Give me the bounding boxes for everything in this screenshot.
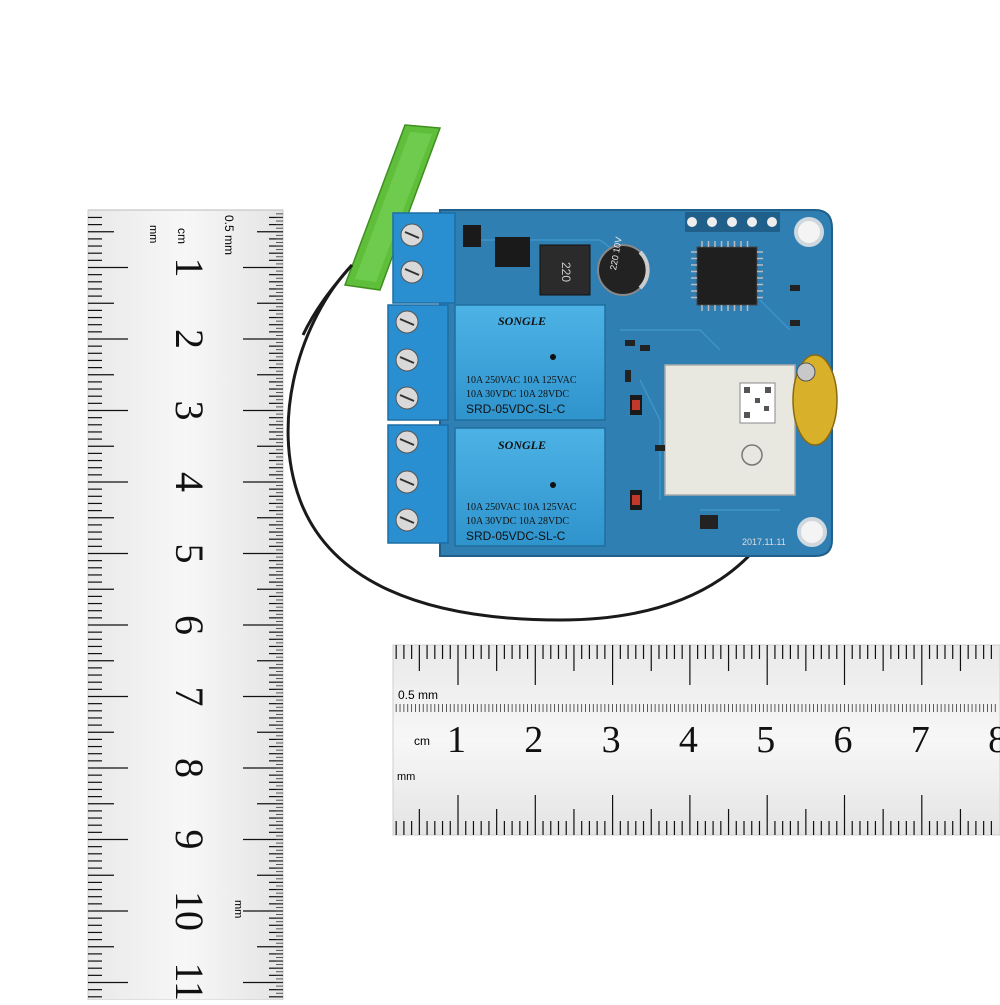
wifi-module [664,364,796,496]
ruler-number: 1 [447,719,466,761]
inductor-label: 220 [559,262,573,282]
horizontal-ruler-mm-label: mm [397,771,415,783]
inductor-body [539,244,591,296]
terminal-power-body [392,212,456,304]
terminal-block-relay-2 [387,424,449,544]
header-pins [685,212,780,232]
ruler-number: 4 [679,719,698,761]
ruler-number: 5 [756,719,775,761]
vertical-ruler-numbers: 1 2 3 4 5 6 7 8 9 10 11 [167,258,212,1002]
ruler-number: 3 [167,401,212,421]
header-pad [747,217,757,227]
ruler-number: 6 [834,719,853,761]
vertical-ruler-cm-label: cm [175,228,189,244]
ruler-number: 3 [602,719,621,761]
ruler-number: 7 [167,687,212,707]
header-pad [707,217,717,227]
relay-top-rating-1: 10A 250VAC 10A 125VAC [466,375,577,386]
capacitor-stripe [638,250,650,290]
power-inductor: 220 [539,244,591,296]
horizontal-ruler-cm-label: cm [414,734,430,748]
vertical-ruler-ticks [88,213,283,998]
ruler-number: 9 [167,830,212,850]
vertical-ruler-body [87,209,284,1001]
horizontal-ruler-body [392,644,1000,836]
mounting-hole-top [794,217,824,247]
relay-top-body [454,304,606,421]
pcb-antenna [343,124,442,291]
microcontroller [691,241,763,311]
ruler-number: 11 [167,963,212,1001]
vertical-ruler-half-mm-label: 0.5 mm [222,215,236,255]
small-ic [463,225,481,247]
antenna-strip-highlight [355,132,432,282]
relay-bottom-rating-2: 10A 30VDC 10A 28VDC [466,516,569,527]
ruler-number: 10 [167,891,212,931]
wifi-module-shield [664,364,796,496]
vertical-ruler: 1 2 3 4 5 6 7 8 9 10 11 mm cm 0.5 mm mm [87,209,284,1002]
board-date-code: 2017.11.11 [742,537,786,547]
wifi-qr-pattern [744,387,771,418]
relay-bottom-dot [550,482,556,488]
relay-bottom-model: SRD-05VDC-SL-C [466,529,566,543]
screw-slot [399,478,415,486]
horizontal-ruler-numbers: 1 2 3 4 5 6 7 8 [447,719,1000,761]
ruler-number: 8 [988,719,1000,761]
screw-slot [399,438,415,446]
ufl-connector [796,362,816,382]
antenna-cable-end [301,264,354,336]
relay-top-brand: SONGLE [498,314,546,328]
relay-top-dot [550,354,556,360]
ruler-number: 2 [524,719,543,761]
ruler-number: 6 [167,615,212,635]
vertical-ruler-mm-label-lower: mm [232,900,244,918]
ruler-number: 5 [167,544,212,564]
terminal-block-power [392,212,456,304]
ruler-number: 7 [911,719,930,761]
header-pad [687,217,697,227]
antenna-connector [792,354,838,446]
horizontal-ruler: 1 2 3 4 5 6 7 8 0.5 mm cm mm [392,644,1000,836]
electrolytic-capacitor: 220 10V [597,236,650,296]
relay-bottom-brand: SONGLE [498,438,546,452]
mounting-hole-bottom [797,517,827,547]
header-pad [767,217,777,227]
vertical-ruler-mm-label: mm [147,225,159,243]
horizontal-ruler-ticks [395,645,996,835]
relay-top-model: SRD-05VDC-SL-C [466,402,566,416]
terminal-block-relay-1 [387,304,449,421]
mcu-body [696,246,758,306]
screw-slot [399,356,415,364]
ruler-number: 2 [167,329,212,349]
relay-top: SONGLE 10A 250VAC 10A 125VAC 10A 30VDC 1… [454,304,606,421]
screw-slot [404,268,420,276]
regulator-chip [495,237,530,267]
relay-board: SONGLE 10A 250VAC 10A 125VAC 10A 30VDC 1… [387,209,838,557]
horizontal-ruler-half-mm-label: 0.5 mm [398,688,438,702]
relay-bottom-body [454,427,606,547]
ruler-number: 1 [167,258,212,278]
screw-slot [399,394,415,402]
ruler-number: 4 [167,472,212,492]
screw-slot [404,231,420,239]
screw-slot [399,318,415,326]
header-pad [727,217,737,227]
mcu-pins [691,241,763,311]
relay-top-rating-2: 10A 30VDC 10A 28VDC [466,389,569,400]
relay-bottom-rating-1: 10A 250VAC 10A 125VAC [466,502,577,513]
diodes [632,400,640,505]
ruler-number: 8 [167,758,212,778]
screw-slot [399,516,415,524]
certification-mark [741,444,763,466]
relay-bottom: SONGLE 10A 250VAC 10A 125VAC 10A 30VDC 1… [454,427,606,547]
